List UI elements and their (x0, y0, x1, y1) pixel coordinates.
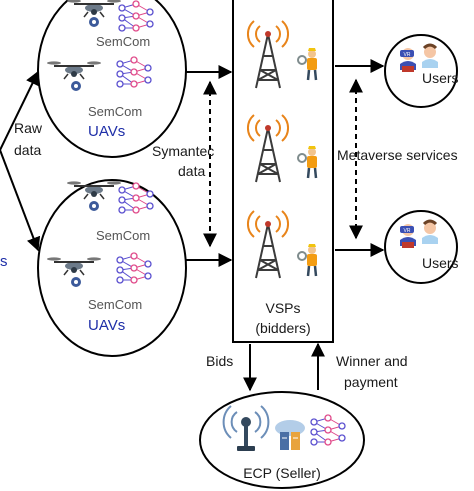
users-label: Users (422, 255, 459, 271)
semcom-chip-icon (71, 81, 81, 91)
raw-data-arrow-top (0, 70, 39, 151)
semcom-label: SemCom (88, 297, 142, 312)
semantic-data-label-line1: Symantec (152, 143, 214, 159)
winner-payment-label-line1: Winner and (336, 353, 408, 369)
raw-data-label-line2: data (14, 142, 41, 158)
semcom-chip-icon (71, 277, 81, 287)
bids-label: Bids (206, 353, 233, 369)
semcom-chip-icon (89, 17, 99, 27)
semcom-chip-icon (89, 201, 99, 211)
users-label: Users (422, 70, 459, 86)
semantic-data-label-line2: data (178, 163, 205, 179)
winner-payment-label-line2: payment (344, 374, 398, 390)
uav-cluster-top (37, 0, 187, 158)
uav-group-label: UAVs (88, 317, 125, 334)
vsps-label-line1: VSPs (265, 300, 300, 316)
semcom-label: SemCom (88, 104, 142, 119)
raw-data-label-line1: Raw (14, 120, 43, 136)
raw-data-arrow-bottom (0, 149, 41, 252)
metaverse-services-label: Metaverse services (337, 147, 458, 163)
uav-cluster-bottom (37, 179, 187, 357)
uav-group-label: UAVs (88, 123, 125, 140)
ecp-label: ECP (Seller) (243, 465, 321, 481)
left-edge-partial-label: s (0, 253, 8, 270)
users-circle-bottom (384, 210, 458, 284)
vsp-box (232, 0, 334, 343)
semcom-label: SemCom (96, 34, 150, 49)
vsps-label-line2: (bidders) (255, 320, 310, 336)
semcom-label: SemCom (96, 228, 150, 243)
